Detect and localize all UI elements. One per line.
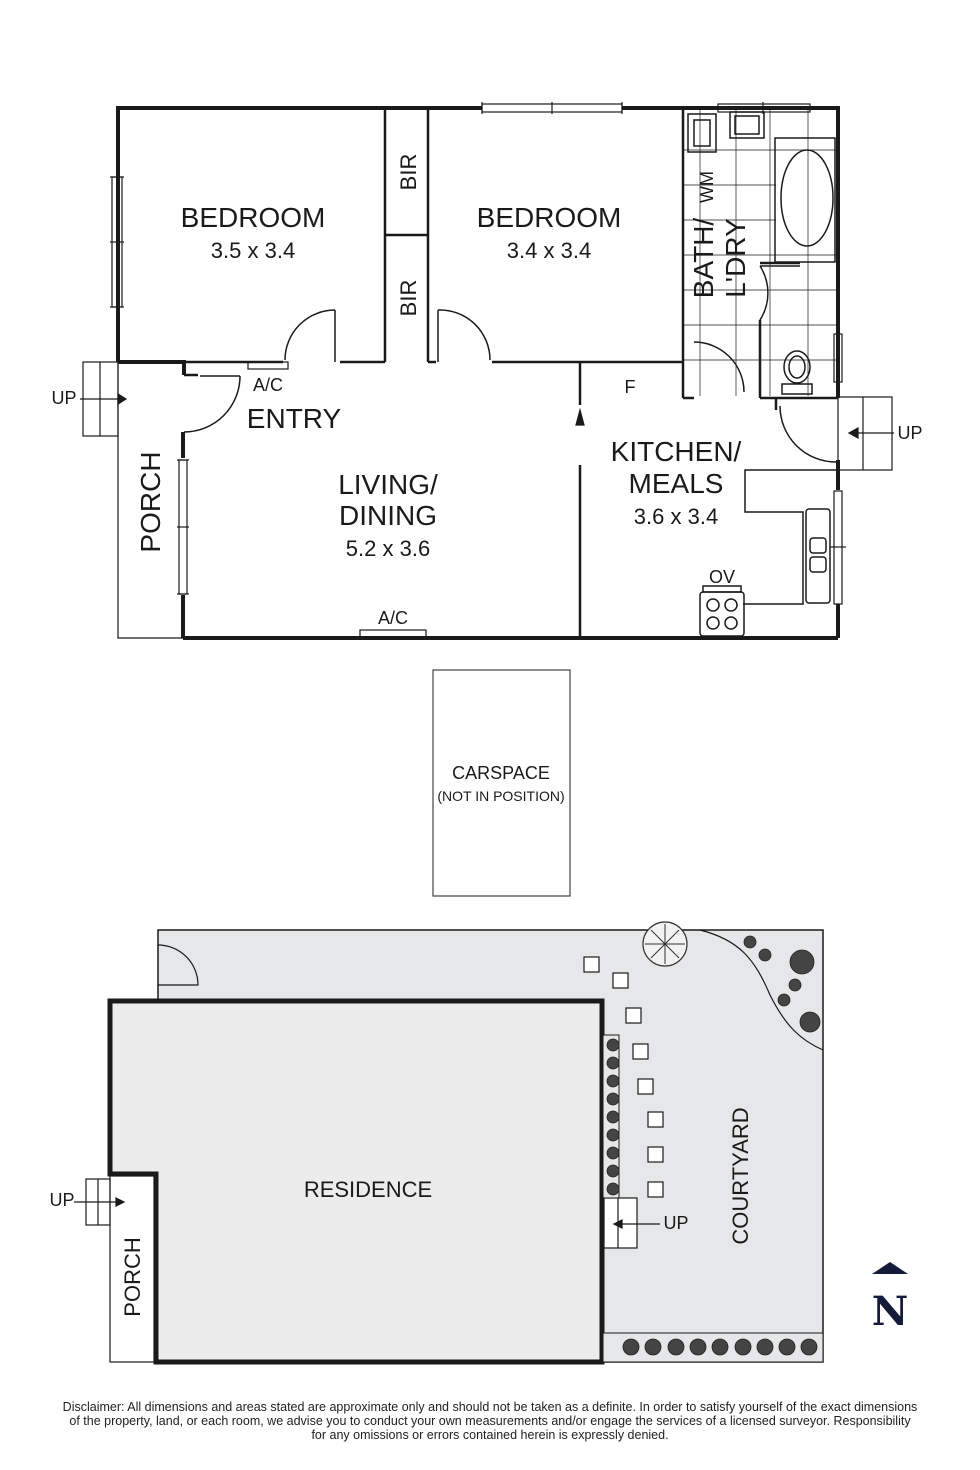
ac-unit-living: [359, 629, 427, 639]
residence-label: RESIDENCE: [304, 1177, 432, 1202]
interior-walls: [118, 108, 838, 638]
living-label: LIVING/: [338, 469, 438, 500]
garden-edge: [699, 929, 824, 1051]
site-courtyard-up-label: UP: [663, 1213, 688, 1233]
porch-label: PORCH: [135, 451, 166, 552]
window-right-kitchen: [830, 490, 846, 605]
bedroom2-dimensions: 3.4 x 3.4: [507, 238, 591, 263]
carspace-label: CARSPACE: [452, 763, 550, 783]
window-right-bath: [833, 333, 843, 383]
living-dimensions: 5.2 x 3.6: [346, 536, 430, 561]
kitchen-up-label: UP: [897, 423, 922, 443]
disclaimer-line-1: Disclaimer: All dimensions and areas sta…: [62, 1400, 918, 1414]
bath-tiles: [684, 110, 836, 396]
kitchen-steps: [837, 396, 894, 471]
door-bath: [693, 341, 745, 393]
toilet: [781, 350, 813, 395]
ac-unit-entry: [247, 361, 289, 370]
arrow-right-icon: [117, 392, 128, 406]
stepping-stones: [583, 956, 664, 1198]
disclaimer-line-2: of the property, land, or each room, we …: [69, 1414, 911, 1428]
door-swings: [183, 265, 837, 463]
dining-label: DINING: [339, 500, 437, 531]
window-top-bedroom2: [481, 102, 623, 114]
bedroom1-dimensions: 3.5 x 3.4: [211, 238, 295, 263]
bir2-label: BIR: [396, 280, 421, 317]
arrow-left-icon: [612, 1219, 623, 1229]
door-kitchen: [779, 405, 837, 463]
cooktop: [699, 591, 745, 637]
arrow-right-icon: [115, 1197, 126, 1207]
north-compass: N: [872, 1262, 909, 1335]
door-bedroom1: [284, 309, 336, 361]
bathtub: [774, 137, 836, 263]
north-arrow-icon: [872, 1262, 908, 1274]
shrubs: [606, 935, 821, 1356]
site-porch-label: PORCH: [120, 1237, 145, 1316]
stair-arrow: [575, 407, 585, 426]
bath-label: BATH/: [688, 218, 719, 299]
carspace: CARSPACE (NOT IN POSITION): [432, 669, 571, 897]
site-plan: RESIDENCE PORCH COURTYARD UP UP: [49, 921, 824, 1365]
meals-label: MEALS: [629, 468, 724, 499]
outer-walls: [116, 106, 840, 640]
site-courtyard-steps: [603, 1197, 660, 1249]
door-bath-inner: [759, 265, 769, 321]
floor-plan-labels: BEDROOM 3.5 x 3.4 BEDROOM 3.4 x 3.4 BIR …: [51, 154, 922, 628]
tree: [642, 921, 688, 967]
site-porch-steps: [74, 1178, 126, 1226]
gate-swing: [157, 944, 199, 986]
bedroom1-label: BEDROOM: [181, 202, 326, 233]
vanity: [729, 111, 765, 139]
disclaimer: Disclaimer: All dimensions and areas sta…: [0, 1400, 980, 1442]
washing-machine-label: WM: [697, 171, 717, 203]
window-left-bedroom1: [110, 176, 124, 308]
washing-machine: [687, 113, 717, 153]
floor-plan: [80, 102, 894, 640]
bir1-label: BIR: [396, 154, 421, 191]
porch-outline: [117, 362, 183, 639]
window-left-living: [177, 459, 189, 595]
door-bedroom2: [437, 309, 491, 361]
residence-block: [107, 998, 605, 1365]
sink: [805, 508, 831, 604]
disclaimer-line-3: for any omissions or errors contained he…: [311, 1428, 669, 1442]
laundry-label: L'DRY: [720, 218, 751, 298]
bedroom2-label: BEDROOM: [477, 202, 622, 233]
site-porch-up-label: UP: [49, 1190, 74, 1210]
kitchen-bench: [699, 469, 838, 637]
kitchen-dimensions: 3.6 x 3.4: [634, 504, 718, 529]
entry-label: ENTRY: [247, 403, 342, 434]
ac-living-label: A/C: [378, 608, 408, 628]
courtyard-label: COURTYARD: [728, 1107, 753, 1244]
arrow-up-icon: [575, 407, 585, 426]
porch-steps: [80, 361, 128, 437]
arrow-left-icon: [847, 426, 859, 440]
fridge-label: F: [625, 377, 636, 397]
door-entry: [183, 375, 241, 433]
ac-entry-label: A/C: [253, 375, 283, 395]
carspace-note: (NOT IN POSITION): [437, 788, 564, 804]
oven-label: OV: [709, 567, 735, 587]
kitchen-label: KITCHEN/: [611, 436, 742, 467]
site-porch: [109, 1175, 155, 1363]
porch-up-label: UP: [51, 388, 76, 408]
north-label: N: [872, 1288, 909, 1335]
